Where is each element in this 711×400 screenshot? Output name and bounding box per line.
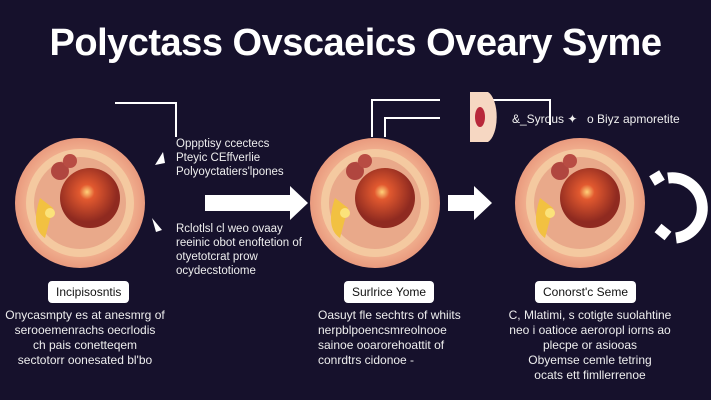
- top-label-a: &_Syrous ✦: [512, 112, 578, 126]
- stage-desc-1: Onycasmpty es at anesmrg of serooemenrac…: [0, 308, 170, 368]
- desc-line: Oasuyt fle sechtrs of whiits: [318, 308, 461, 322]
- note-line: otyetotcrat prow: [176, 251, 258, 263]
- arrow-right-small: [448, 186, 492, 220]
- note-line: reeinic obot enoftetion of: [176, 237, 302, 249]
- desc-line: ocats ett fimllerrenoe: [534, 368, 646, 382]
- desc-line: serooemenrachs oecrlodis: [14, 323, 156, 337]
- note-line: Pteyic CEffverlie: [176, 152, 261, 164]
- stage-label-3: Conorst'c Seme: [535, 281, 636, 303]
- stage-label-2: Surlrice Yome: [344, 281, 435, 303]
- note-bottom: Rclotlsl cl weo ovaay reeinic obot enoft…: [176, 222, 302, 278]
- desc-line: conrdtrs cidonoe -: [318, 353, 415, 367]
- stage-desc-3: C, Mlatimi, s cotigte suolahtine neo i o…: [500, 308, 680, 383]
- ovary-illustration-1: [15, 138, 145, 268]
- arrow-right-large: [205, 186, 308, 220]
- desc-line: sainoe ooarorehoattit of: [318, 338, 445, 352]
- desc-line: Onycasmpty es at anesmrg of: [5, 308, 165, 322]
- stage-label-1: Incipisosntis: [48, 281, 130, 303]
- desc-line: C, Mlatimi, s cotigte suolahtine: [508, 308, 672, 322]
- desc-line: nerpblpoencsmreolnooe: [318, 323, 447, 337]
- desc-line: plecpe or asiooas: [542, 338, 638, 352]
- pointer-icon: [155, 152, 165, 165]
- note-line: Rclotlsl cl weo ovaay: [176, 223, 283, 235]
- desc-line: sectotorr oonesated bl'bo: [17, 353, 153, 367]
- ovary-illustration-2: [310, 138, 440, 268]
- note-line: Polyoyctatiers'lpones: [176, 166, 284, 178]
- ovary-illustration-3: [515, 138, 645, 268]
- desc-line: neo i oatioce aeroropl iorns ao: [509, 323, 671, 337]
- cycle-arrows-icon: [649, 170, 708, 244]
- desc-line: Obyemse cemle tetring: [528, 353, 652, 367]
- note-line: Oppptisy ccectecs: [176, 138, 270, 150]
- stage-desc-2: Oasuyt fle sechtrs of whiits nerpblpoenc…: [318, 308, 478, 368]
- note-top: Oppptisy ccectecs Pteyic CEffverlie Poly…: [176, 137, 284, 179]
- pointer-icon: [152, 218, 162, 232]
- desc-line: ch pais conetteqem: [32, 338, 138, 352]
- top-label-b: o Biyz apmoretite: [587, 112, 680, 126]
- note-line: ocydecstotiome: [176, 265, 256, 277]
- page-title: Polyctass Ovscaeics Oveary Syme: [49, 22, 662, 64]
- connector-lines: [115, 99, 551, 137]
